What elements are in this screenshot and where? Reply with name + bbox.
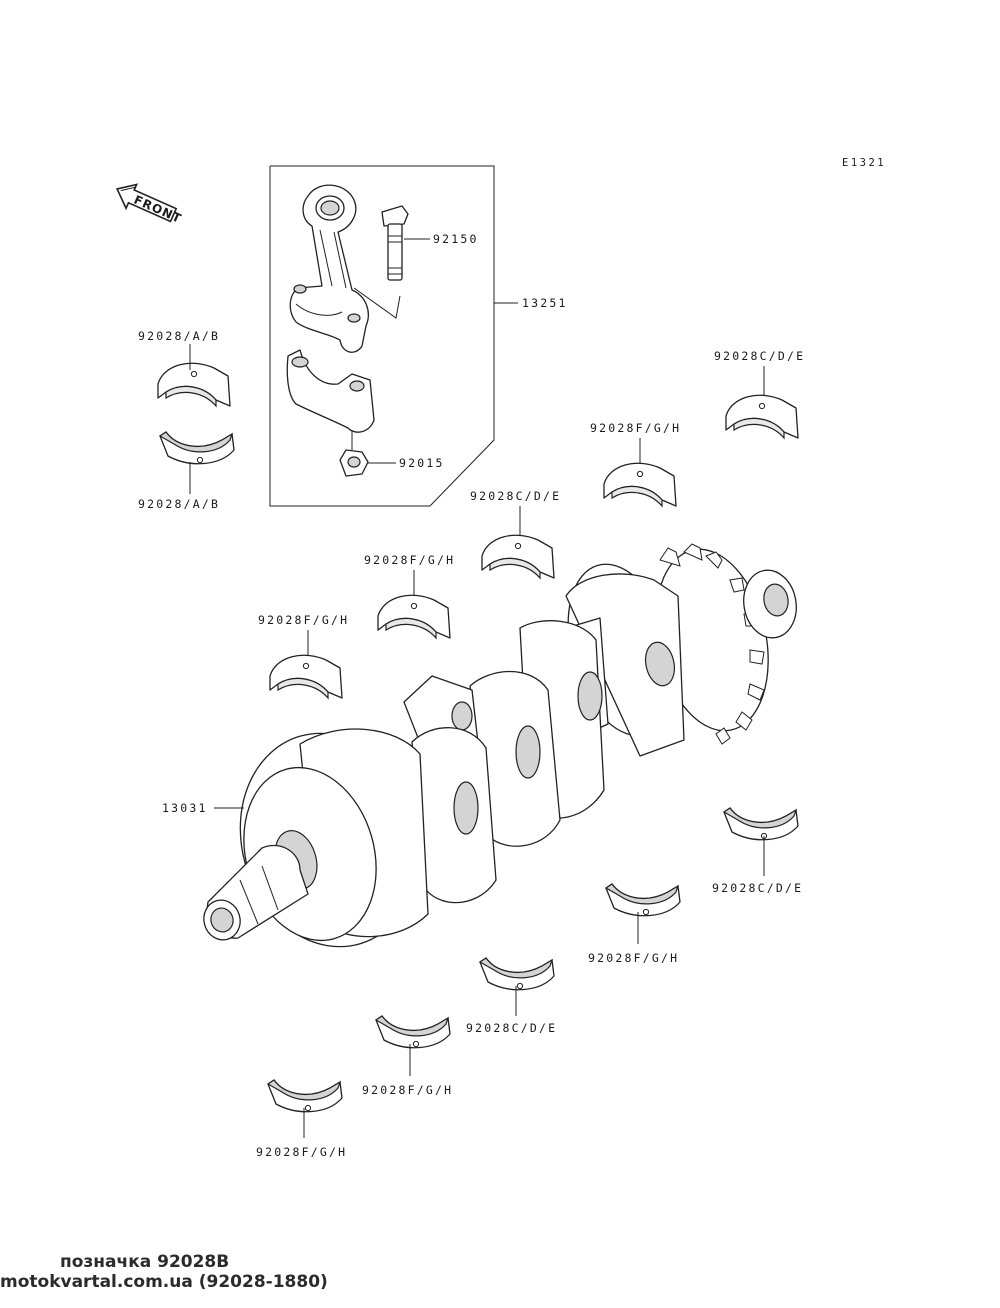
label-92028-fgh-lower-2: 92028F/G/H	[362, 1083, 453, 1097]
label-92150: 92150	[433, 232, 479, 246]
label-13031: 13031	[162, 801, 208, 815]
connecting-rod-cap	[286, 349, 375, 433]
bearing-shell-fgh-upper-2	[377, 594, 451, 639]
bearing-shell-cde-upper-right	[725, 394, 799, 439]
label-92028-ab-bottom: 92028/A/B	[138, 497, 220, 511]
label-92028-fgh-upper-1: 92028F/G/H	[590, 421, 681, 435]
footer-note: позначка 92028B	[60, 1252, 230, 1272]
rod-bolt	[381, 205, 409, 281]
diagram-code: E1321	[842, 157, 886, 169]
connecting-rod	[289, 184, 369, 353]
label-92028-cde-lower-2: 92028C/D/E	[466, 1021, 557, 1035]
bearing-shell-cde-upper-2	[481, 534, 555, 579]
footer-source: motokvartal.com.ua (92028-1880)	[0, 1272, 328, 1292]
bearing-shell-fgh-upper-1	[603, 462, 677, 507]
front-label: FRONT	[132, 193, 184, 226]
bearing-shell-fgh-lower-2	[375, 1015, 451, 1049]
label-92028-fgh-upper-2: 92028F/G/H	[364, 553, 455, 567]
bearing-shell-fgh-upper-3	[269, 654, 343, 699]
label-92028-fgh-lower-1: 92028F/G/H	[588, 951, 679, 965]
connecting-rod-group-box	[269, 165, 518, 507]
label-92028-cde-upper-2: 92028C/D/E	[470, 489, 561, 503]
label-92028-cde-upper-right: 92028C/D/E	[714, 349, 805, 363]
bearing-shell-ab-lower	[159, 431, 235, 465]
crankshaft	[203, 543, 797, 948]
label-92028-fgh-upper-3: 92028F/G/H	[258, 613, 349, 627]
bearing-shell-cde-lower-2	[479, 957, 555, 991]
label-92015: 92015	[399, 456, 445, 470]
bearing-shell-fgh-lower-3	[267, 1079, 343, 1113]
front-arrow-icon: FRONT	[115, 183, 184, 226]
rod-nut	[339, 449, 369, 477]
bearing-shell-cde-lower-right	[723, 807, 799, 841]
label-13251: 13251	[522, 296, 568, 310]
label-92028-fgh-lower-3: 92028F/G/H	[256, 1145, 347, 1159]
bearing-shell-ab-upper	[157, 362, 231, 407]
label-92028-cde-lower-right: 92028C/D/E	[712, 881, 803, 895]
bearing-shell-fgh-lower-1	[605, 883, 681, 917]
label-92028-ab-top: 92028/A/B	[138, 329, 220, 343]
